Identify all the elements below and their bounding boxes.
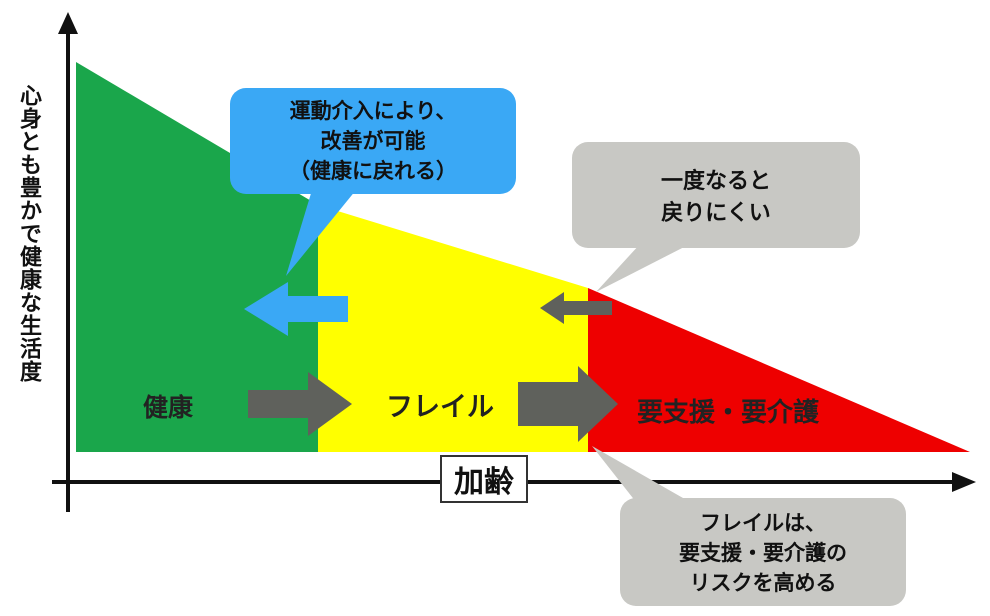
progress-arrow-frailty-to-care xyxy=(518,366,618,442)
risk-line-3: リスクを高める xyxy=(690,571,837,595)
risk-line-1: フレイルは、 xyxy=(700,511,826,535)
healthy-zone xyxy=(76,62,318,452)
progress-arrow-healthy-to-frailty xyxy=(248,372,352,436)
x-axis-arrowhead xyxy=(952,472,976,492)
y-axis-label: 心身とも豊かで健康な生活度 xyxy=(16,84,41,383)
return-arrow-care-to-frailty xyxy=(540,292,612,324)
zone-label-care: 要支援・要介護 xyxy=(637,397,820,428)
callout-intervention: 運動介入により、 改善が可能 （健康に戻れる） xyxy=(230,88,516,276)
return-arrow-frailty-to-healthy xyxy=(244,282,348,336)
x-axis-label: 加齢 xyxy=(440,455,528,503)
hard-to-return-line-2: 戻りにくい xyxy=(661,200,771,226)
callout-risk: フレイルは、 要支援・要介護の リスクを高める xyxy=(592,446,906,606)
y-axis-arrowhead xyxy=(58,12,78,34)
intervention-line-2: 改善が可能 xyxy=(321,129,426,153)
callout-hard-to-return: 一度なると 戻りにくい xyxy=(572,142,860,292)
hard-to-return-line-1: 一度なると xyxy=(661,168,771,194)
x-axis-label-text: 加齢 xyxy=(454,465,514,500)
zone-label-healthy: 健康 xyxy=(143,393,194,422)
care-zone xyxy=(588,288,970,452)
zone-label-frailty: フレイル xyxy=(386,392,494,423)
intervention-line-1: 運動介入により、 xyxy=(290,99,457,123)
risk-line-2: 要支援・要介護の xyxy=(679,541,847,565)
intervention-line-3: （健康に戻れる） xyxy=(289,159,457,183)
